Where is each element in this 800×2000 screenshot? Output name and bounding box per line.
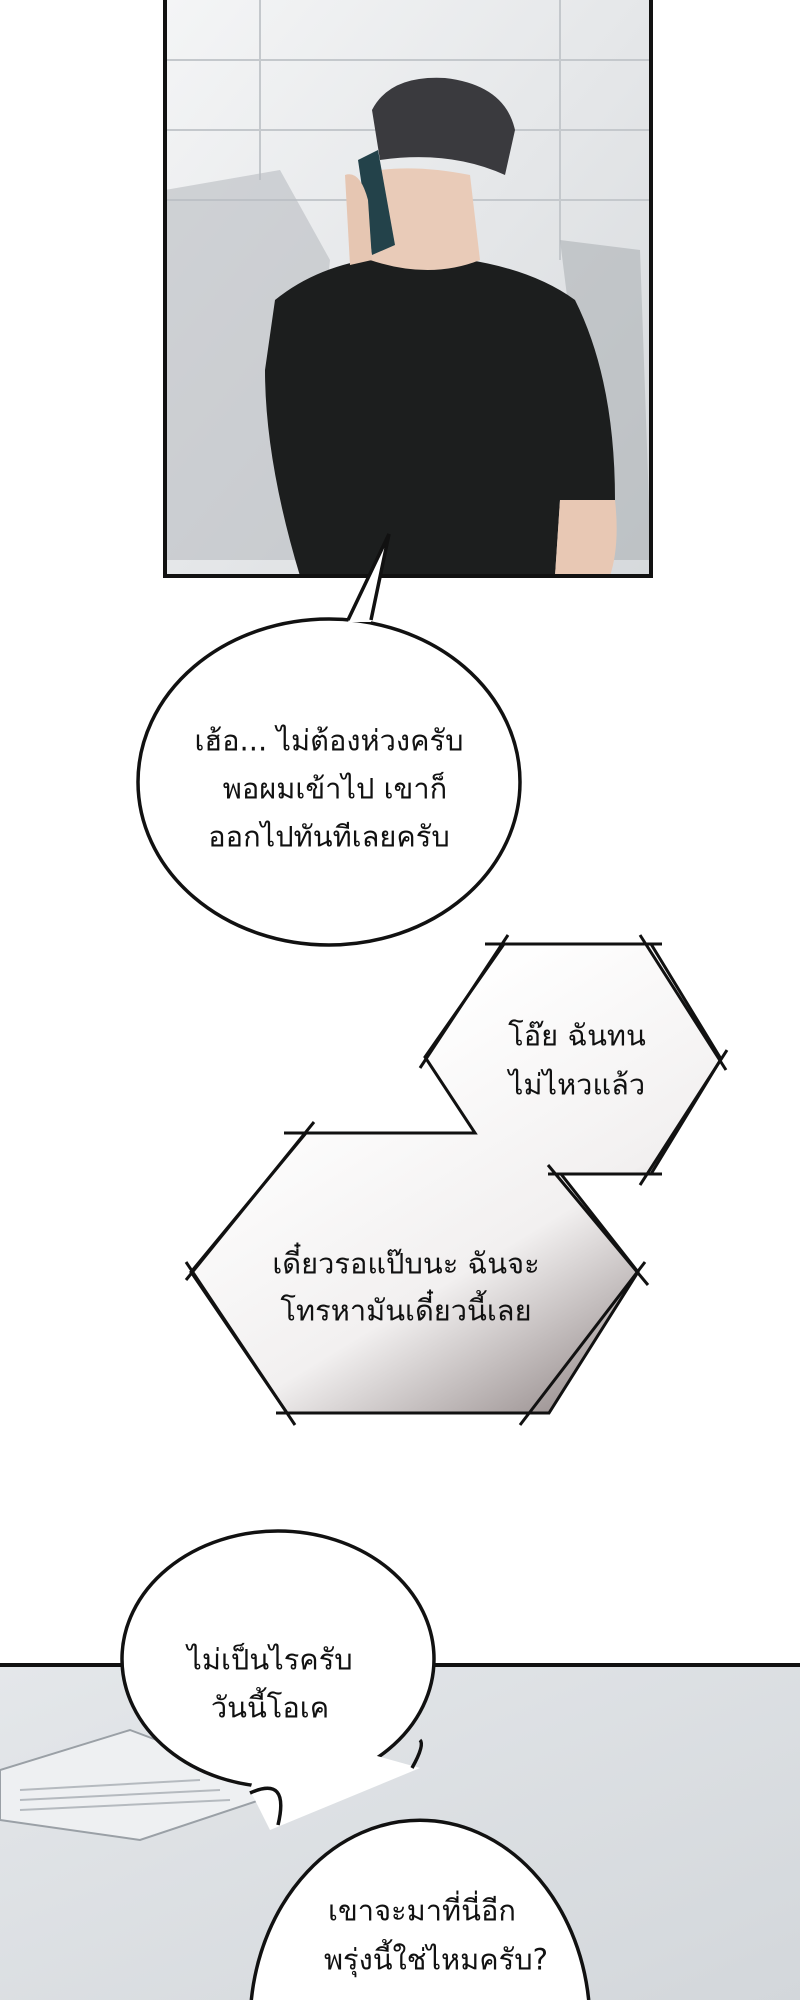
documents [0, 1728, 293, 1842]
bubble-1-line-1: เฮ้อ... ไม่ต้องห่วงครับ [194, 723, 464, 758]
bubble-1-line-2: พอผมเข้าไป เขาก็ [222, 771, 448, 806]
bubble-1-line-3: ออกไปทันทีเลยครับ [208, 819, 450, 854]
phone [358, 150, 395, 255]
bubble-3-line-1: เดี๋ยวรอแป๊บนะ ฉันจะ [272, 1246, 540, 1281]
man-shirt [265, 255, 615, 576]
speech-bubble-1 [136, 533, 522, 947]
bubble-4-line-1: ไม่เป็นไรครับ [187, 1642, 353, 1677]
speech-bubble-5 [249, 1738, 591, 2000]
bubble-5-line-2: พรุ่งนี้ใช่ไหมครับ? [323, 1942, 549, 1977]
bubble-4-line-2: วันนี้โอเค [210, 1690, 330, 1725]
man-neck [370, 168, 480, 270]
bubble-2-line-2: ไม่ไหวแล้ว [508, 1067, 646, 1102]
bubble-3-line-2: โทรหามันเดี๋ยวนี้เลย [280, 1293, 532, 1328]
man-hair [372, 77, 515, 175]
top-panel [163, 0, 653, 578]
bubble-5-line-1: เขาจะมาที่นี่อีก [328, 1893, 516, 1928]
hexagon-bubbles [184, 934, 729, 1426]
bubble-2-line-1: โอ๊ย ฉันทน [508, 1018, 646, 1053]
